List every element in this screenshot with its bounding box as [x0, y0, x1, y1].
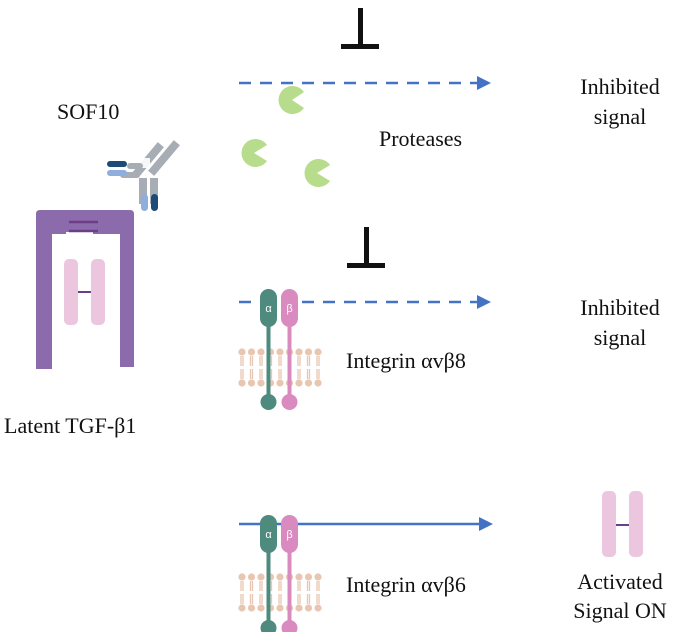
latent-tgf-label: Latent TGF-β1 [4, 413, 137, 438]
outcome-label-3: Activated Signal ON [555, 568, 685, 624]
outcome-activated: Activated [577, 569, 663, 594]
antibody-icon [107, 140, 180, 211]
outcome-inhibited-2: Inhibited [580, 295, 660, 320]
integrin-icon: α β [260, 515, 298, 632]
outcome-label-2: Inhibited signal [560, 294, 680, 351]
integrin-alpha-label: α [265, 303, 272, 315]
integrin-alpha-label: α [265, 529, 272, 541]
membrane-icon [237, 572, 323, 613]
membrane-icon [237, 347, 323, 388]
integrin-b8-label: Integrin αvβ8 [346, 348, 466, 373]
active-tgf-icon [602, 491, 643, 557]
integrin-beta-label: β [286, 529, 292, 541]
outcome-label-1: Inhibited signal [560, 73, 680, 130]
integrin-beta-label: β [286, 303, 292, 315]
outcome-signal-on: Signal ON [573, 598, 667, 623]
protease-icon [241, 86, 330, 187]
latent-tgf-icon [36, 210, 134, 369]
outcome-signal-2: signal [593, 325, 647, 350]
outcome-inhibited-1: Inhibited [580, 74, 660, 99]
integrin-icon: α β [260, 289, 298, 410]
antibody-label: SOF10 [57, 99, 120, 124]
dashed-arrow-integrin-b8 [239, 295, 491, 309]
inhibitor-t-icon [347, 227, 385, 268]
proteases-label: Proteases [379, 126, 463, 151]
inhibitor-t-icon [341, 8, 379, 49]
integrin-b6-label: Integrin αvβ6 [346, 572, 466, 597]
outcome-signal-1: signal [593, 104, 647, 129]
dashed-arrow-proteases [239, 76, 491, 90]
solid-arrow-integrin-b6 [239, 517, 493, 531]
